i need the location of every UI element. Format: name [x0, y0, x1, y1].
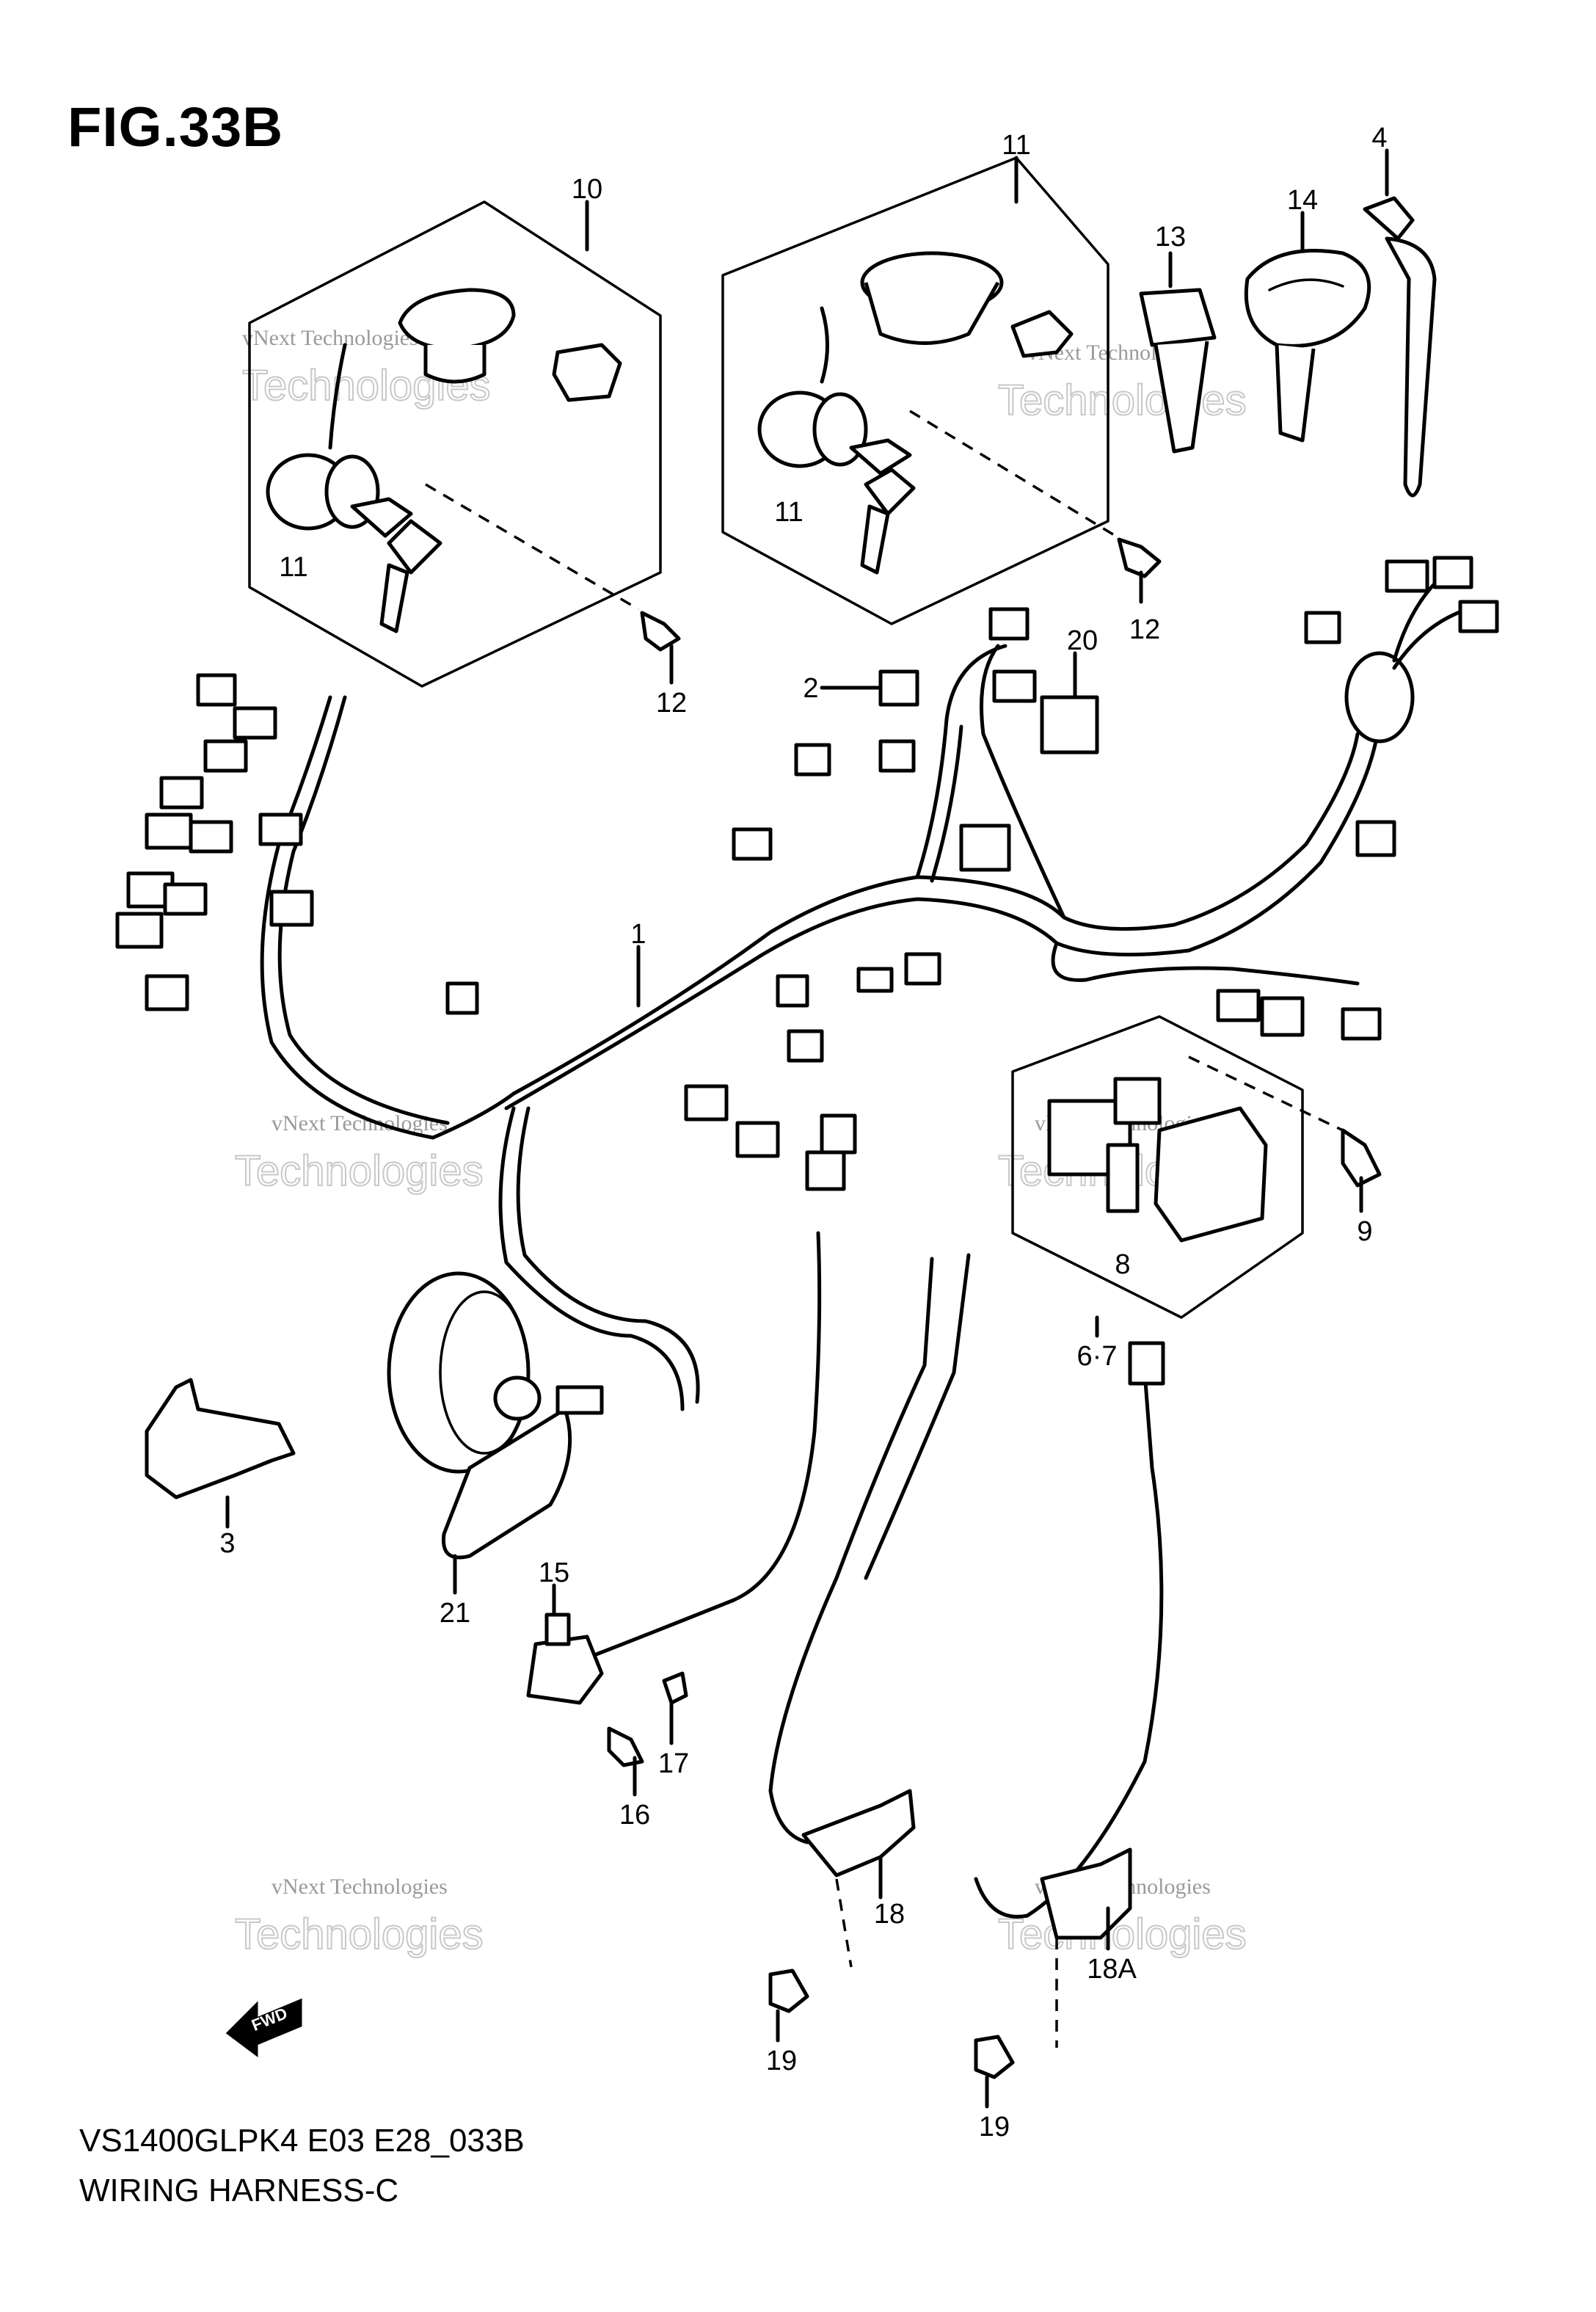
- callout-13: 13: [1155, 222, 1186, 252]
- part-1-wiring-harness: [115, 556, 1499, 1411]
- part-5-junction-box: [1011, 1015, 1382, 1338]
- callout-6-7: 8: [1115, 1249, 1130, 1280]
- watermark-text: vNext Technologies: [242, 326, 418, 350]
- part-4-cable-tie: [1363, 148, 1437, 498]
- fwd-arrow: FWD: [225, 1998, 302, 2057]
- callout-10: 11: [1002, 130, 1030, 161]
- callout-4: 4: [1371, 123, 1387, 153]
- watermark-logo: Technologies: [235, 1911, 484, 1958]
- callout-12b: 12: [656, 688, 687, 719]
- part-15-switch: [526, 1150, 846, 1797]
- part-13-key: [1139, 251, 1217, 454]
- part-18a-sensor: [974, 1341, 1165, 2109]
- callout-11a: 11: [279, 552, 307, 583]
- watermark-logo: Technologies: [235, 1147, 484, 1195]
- callout-18: 18: [874, 1899, 905, 1930]
- callout-15: 15: [539, 1557, 569, 1588]
- callout-11b: 11: [774, 497, 803, 528]
- callout-labels: 10 11 4 13 14 11 11 12 12 20 2 1 9 8 6·7…: [219, 123, 1387, 2142]
- callout-5: 6·7: [1077, 1341, 1118, 1372]
- part-18-sensor: [768, 1253, 971, 2043]
- callout-1: 1: [630, 919, 646, 950]
- part-14-key: [1244, 211, 1371, 443]
- part-2-relay: [820, 669, 919, 707]
- callout-16: 16: [619, 1800, 650, 1831]
- footer-model-code: VS1400GLPK4 E03 E28_033B: [79, 2123, 525, 2159]
- callout-19a: 19: [766, 2046, 797, 2076]
- callout-3: 3: [219, 1528, 235, 1559]
- callout-19b: 19: [979, 2112, 1010, 2142]
- watermark-logo: Technologies: [998, 377, 1247, 424]
- callout-20: 20: [1067, 625, 1098, 656]
- callout-21: 21: [440, 1598, 470, 1629]
- part-3-bracket: [145, 1378, 296, 1529]
- callout-12a: 12: [1129, 614, 1160, 645]
- footer-diagram-name: WIRING HARNESS-C: [79, 2173, 399, 2209]
- callout-14: 14: [1287, 185, 1318, 216]
- part-21-horn: [387, 1271, 604, 1595]
- callout-9: 10: [572, 174, 602, 205]
- callout-2: 2: [803, 673, 818, 704]
- figure-title: FIG.33B: [68, 96, 284, 159]
- callout-8: 9: [1357, 1216, 1372, 1247]
- callout-18a: 18A: [1087, 1954, 1137, 1985]
- part-10-ignition-switch-set: [721, 156, 1162, 625]
- callout-17: 17: [658, 1748, 689, 1779]
- watermark-text: vNext Technologies: [272, 1875, 448, 1899]
- part-9-ignition-switch-set: [248, 200, 681, 688]
